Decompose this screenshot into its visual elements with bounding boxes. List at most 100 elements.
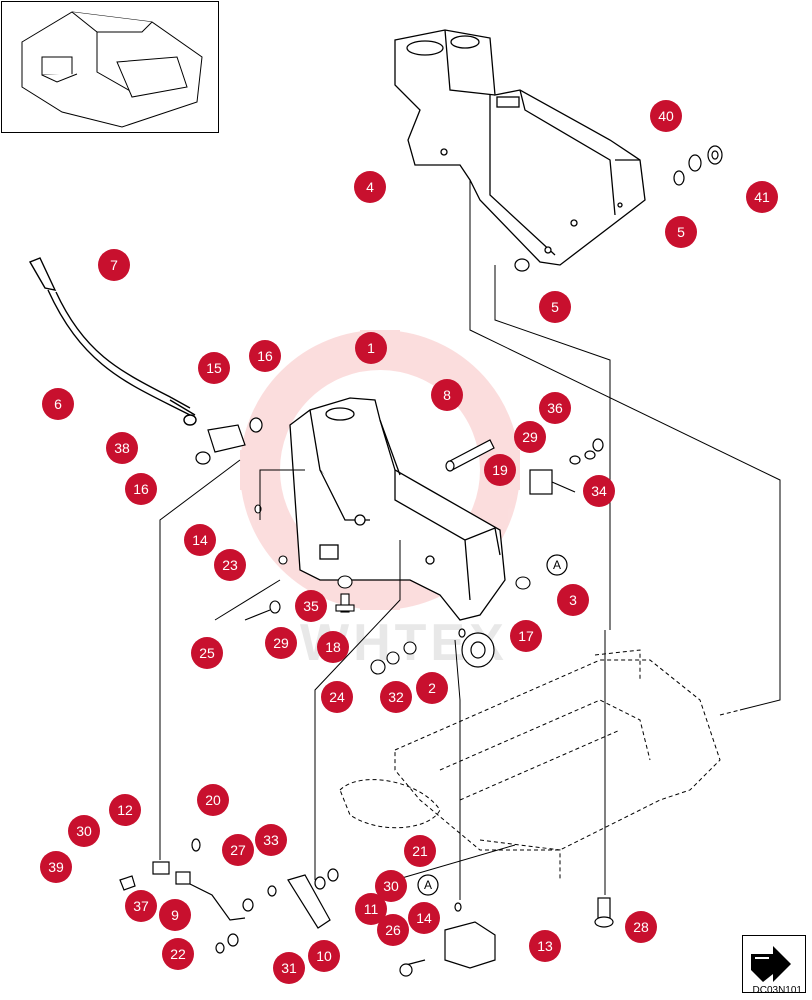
callout-circle <box>197 784 229 816</box>
callout-circle <box>273 952 305 984</box>
callout-24: 24 <box>321 681 353 713</box>
callout-label: 2 <box>428 680 436 696</box>
callout-circle <box>98 249 130 281</box>
callout-circle <box>404 835 436 867</box>
callout-label: 11 <box>364 901 379 917</box>
machine-thumbnail-icon <box>21 11 203 128</box>
callout-label: 23 <box>222 557 238 573</box>
callout-label: 14 <box>416 910 432 926</box>
callout-label: 31 <box>281 960 297 976</box>
callout-circle <box>377 914 409 946</box>
chassis-outline <box>339 649 741 880</box>
callout-34: 34 <box>583 475 615 507</box>
callout-8: 8 <box>431 379 463 411</box>
bearing-17 <box>458 628 495 668</box>
callout-2: 2 <box>416 672 448 704</box>
callout-27: 27 <box>222 834 254 866</box>
callouts: 1234556789101112131414151616171819202122… <box>40 100 778 984</box>
reference-marker-label: A <box>553 558 561 572</box>
callout-circle <box>514 421 546 453</box>
callout-circle <box>408 902 440 934</box>
callout-label: 6 <box>54 396 62 412</box>
callout-label: 10 <box>316 948 332 964</box>
callout-circle <box>308 940 340 972</box>
callout-39: 39 <box>40 851 72 883</box>
callout-label: 39 <box>48 859 64 875</box>
callout-circle <box>380 681 412 713</box>
callout-circle <box>321 681 353 713</box>
callout-label: 16 <box>257 348 273 364</box>
callout-circle <box>557 584 589 616</box>
orientation-box <box>742 935 806 993</box>
callout-40: 40 <box>650 100 682 132</box>
callout-label: 20 <box>205 792 221 808</box>
callout-label: 16 <box>133 481 149 497</box>
callout-23: 23 <box>214 549 246 581</box>
callout-label: 1 <box>367 340 375 356</box>
callout-circle <box>125 473 157 505</box>
lever-mount <box>195 417 263 465</box>
callout-label: 36 <box>547 400 563 416</box>
callout-circle <box>106 432 138 464</box>
callout-25: 25 <box>191 637 223 669</box>
callout-label: 3 <box>569 592 577 608</box>
callout-16: 16 <box>249 340 281 372</box>
callout-circle <box>222 834 254 866</box>
callout-label: 28 <box>633 919 649 935</box>
direction-arrow-icon <box>751 946 791 982</box>
callout-circle <box>214 549 246 581</box>
callout-29: 29 <box>265 627 297 659</box>
callout-circle <box>583 475 615 507</box>
callout-15: 15 <box>198 352 230 384</box>
callout-label: 33 <box>263 832 279 848</box>
callout-circle <box>431 379 463 411</box>
callout-circle <box>191 637 223 669</box>
callout-label: 5 <box>551 299 559 315</box>
callout-circle <box>484 454 516 486</box>
callout-label: 22 <box>170 946 186 962</box>
callout-29: 29 <box>514 421 546 453</box>
callout-circle <box>68 815 100 847</box>
callout-circle <box>40 851 72 883</box>
callout-7: 7 <box>98 249 130 281</box>
callout-30: 30 <box>375 870 407 902</box>
callout-circle <box>249 340 281 372</box>
callout-label: 30 <box>383 878 399 894</box>
callout-circle <box>355 893 387 925</box>
callout-circle <box>317 631 349 663</box>
callout-label: 12 <box>117 802 133 818</box>
callout-circle <box>650 100 682 132</box>
callout-circle <box>42 388 74 420</box>
callout-label: 8 <box>443 387 451 403</box>
callout-circle <box>162 938 194 970</box>
callout-label: 4 <box>366 179 374 195</box>
callout-label: 17 <box>518 628 534 644</box>
drawing-code: DC03N101 <box>752 985 802 996</box>
reference-marker-a: A A <box>417 554 568 896</box>
callout-32: 32 <box>380 681 412 713</box>
callout-41: 41 <box>746 181 778 213</box>
switch-19 <box>529 438 604 495</box>
callout-21: 21 <box>404 835 436 867</box>
callout-label: 26 <box>385 922 401 938</box>
callout-label: 29 <box>522 429 538 445</box>
callout-label: 41 <box>754 189 770 205</box>
main-bracket <box>289 397 506 621</box>
callout-19: 19 <box>484 454 516 486</box>
callout-circle <box>355 332 387 364</box>
callout-11: 11 <box>355 893 387 925</box>
callout-circle <box>265 627 297 659</box>
callout-label: 9 <box>171 907 179 923</box>
callout-label: 27 <box>230 842 246 858</box>
callout-22: 22 <box>162 938 194 970</box>
callout-13: 13 <box>529 930 561 962</box>
location-inset <box>1 1 219 133</box>
callout-36: 36 <box>539 392 571 424</box>
callout-circle <box>375 870 407 902</box>
washers-40-41 <box>514 145 723 272</box>
callout-circle <box>295 590 327 622</box>
callout-label: 25 <box>199 645 215 661</box>
callout-20: 20 <box>197 784 229 816</box>
callout-4: 4 <box>354 171 386 203</box>
callout-circle <box>665 216 697 248</box>
